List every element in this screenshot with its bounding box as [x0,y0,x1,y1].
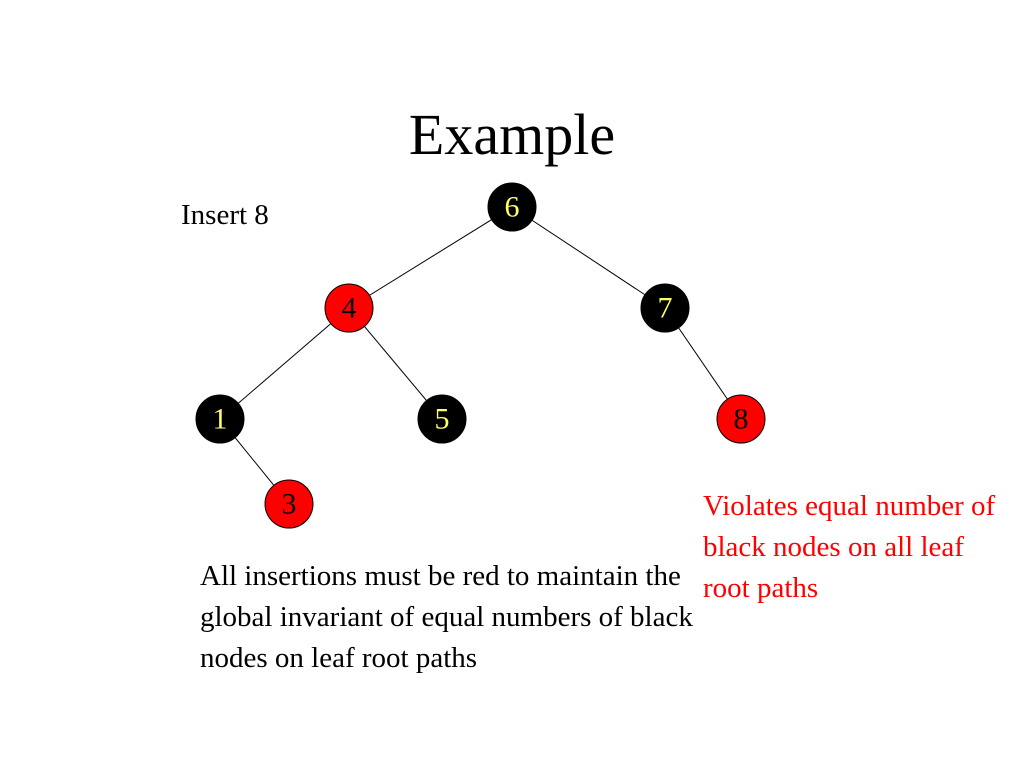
insertion-rule-note: All insertions must be red to maintain t… [200,560,693,674]
tree-node-7: 7 [640,283,690,333]
edge-6-7 [511,206,666,309]
black-node-circle [640,283,690,333]
node-label: 1 [213,403,228,436]
red-node-circle [264,479,314,529]
violation-note: Violates equal number of black nodes on … [703,490,996,604]
node-label: 7 [658,292,673,325]
red-node-circle [324,283,374,333]
tree-node-1: 1 [195,394,245,444]
tree-node-8: 8 [716,394,766,444]
tree-node-5: 5 [417,394,467,444]
tree-node-4: 4 [324,283,374,333]
black-node-circle [417,394,467,444]
tree-edges [219,206,742,505]
node-label: 5 [435,403,450,436]
node-label: 3 [282,488,297,521]
edge-4-1 [219,307,350,420]
node-label: 8 [734,403,749,436]
node-label: 6 [505,191,520,224]
tree-nodes: 6 4 7 1 5 8 3 [195,182,766,529]
node-label: 4 [342,292,357,325]
tree-node-6: 6 [487,182,537,232]
tree-node-3: 3 [264,479,314,529]
edge-6-4 [348,206,513,309]
red-node-circle [716,394,766,444]
slide-title: Example [408,102,616,167]
black-node-circle [195,394,245,444]
insert-label: Insert 8 [181,199,269,231]
black-node-circle [487,182,537,232]
